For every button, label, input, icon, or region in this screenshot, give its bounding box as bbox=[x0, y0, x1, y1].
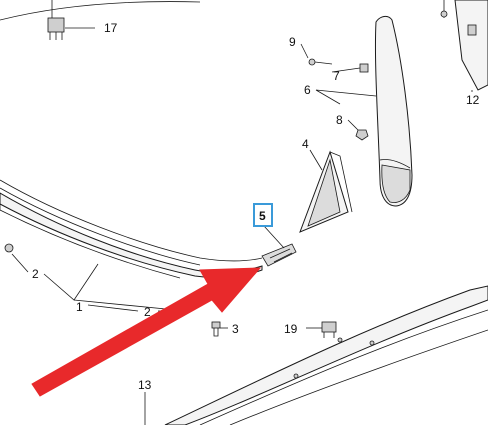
part-19-clip bbox=[321, 321, 337, 338]
callout-7: 7 bbox=[333, 69, 340, 83]
callout-19: 19 bbox=[284, 322, 298, 336]
callout-4: 4 bbox=[302, 137, 309, 151]
part-8-nut bbox=[355, 129, 369, 141]
part-6-pillar-trim bbox=[374, 15, 413, 207]
callout-3: 3 bbox=[232, 322, 239, 336]
red-pointer-arrow bbox=[31, 267, 262, 397]
callout-5: 5 bbox=[259, 209, 266, 223]
part-4-corner-trim bbox=[299, 150, 353, 233]
callout-1: 1 bbox=[76, 300, 83, 314]
part-13-sill-molding bbox=[164, 285, 488, 426]
part-9-bolt bbox=[308, 58, 333, 66]
part-12-bracket bbox=[440, 0, 488, 91]
lower-molding bbox=[0, 192, 263, 279]
callout-2a: 2 bbox=[32, 267, 39, 281]
highlight-box bbox=[253, 203, 273, 227]
callout-5-highlight: 5 bbox=[253, 203, 273, 227]
callout-13: 13 bbox=[138, 378, 152, 392]
callout-6: 6 bbox=[304, 83, 311, 97]
part-7-clip bbox=[359, 63, 369, 73]
callout-12: 12 bbox=[466, 93, 480, 107]
windshield-panel bbox=[0, 1, 263, 266]
callout-8: 8 bbox=[336, 113, 343, 127]
callout-9: 9 bbox=[289, 35, 296, 49]
callout-2b: 2 bbox=[144, 305, 151, 319]
part-5-clip bbox=[261, 243, 297, 267]
callout-labels: 17 9 7 6 8 12 4 2 1 2 3 19 13 bbox=[32, 21, 480, 392]
callout-17: 17 bbox=[104, 21, 118, 35]
part-3-screw bbox=[211, 321, 221, 337]
leader-lines bbox=[11, 27, 473, 425]
arrow-shape bbox=[31, 267, 262, 397]
part-17-clip bbox=[47, 0, 65, 40]
part-2a-fastener bbox=[4, 243, 14, 253]
